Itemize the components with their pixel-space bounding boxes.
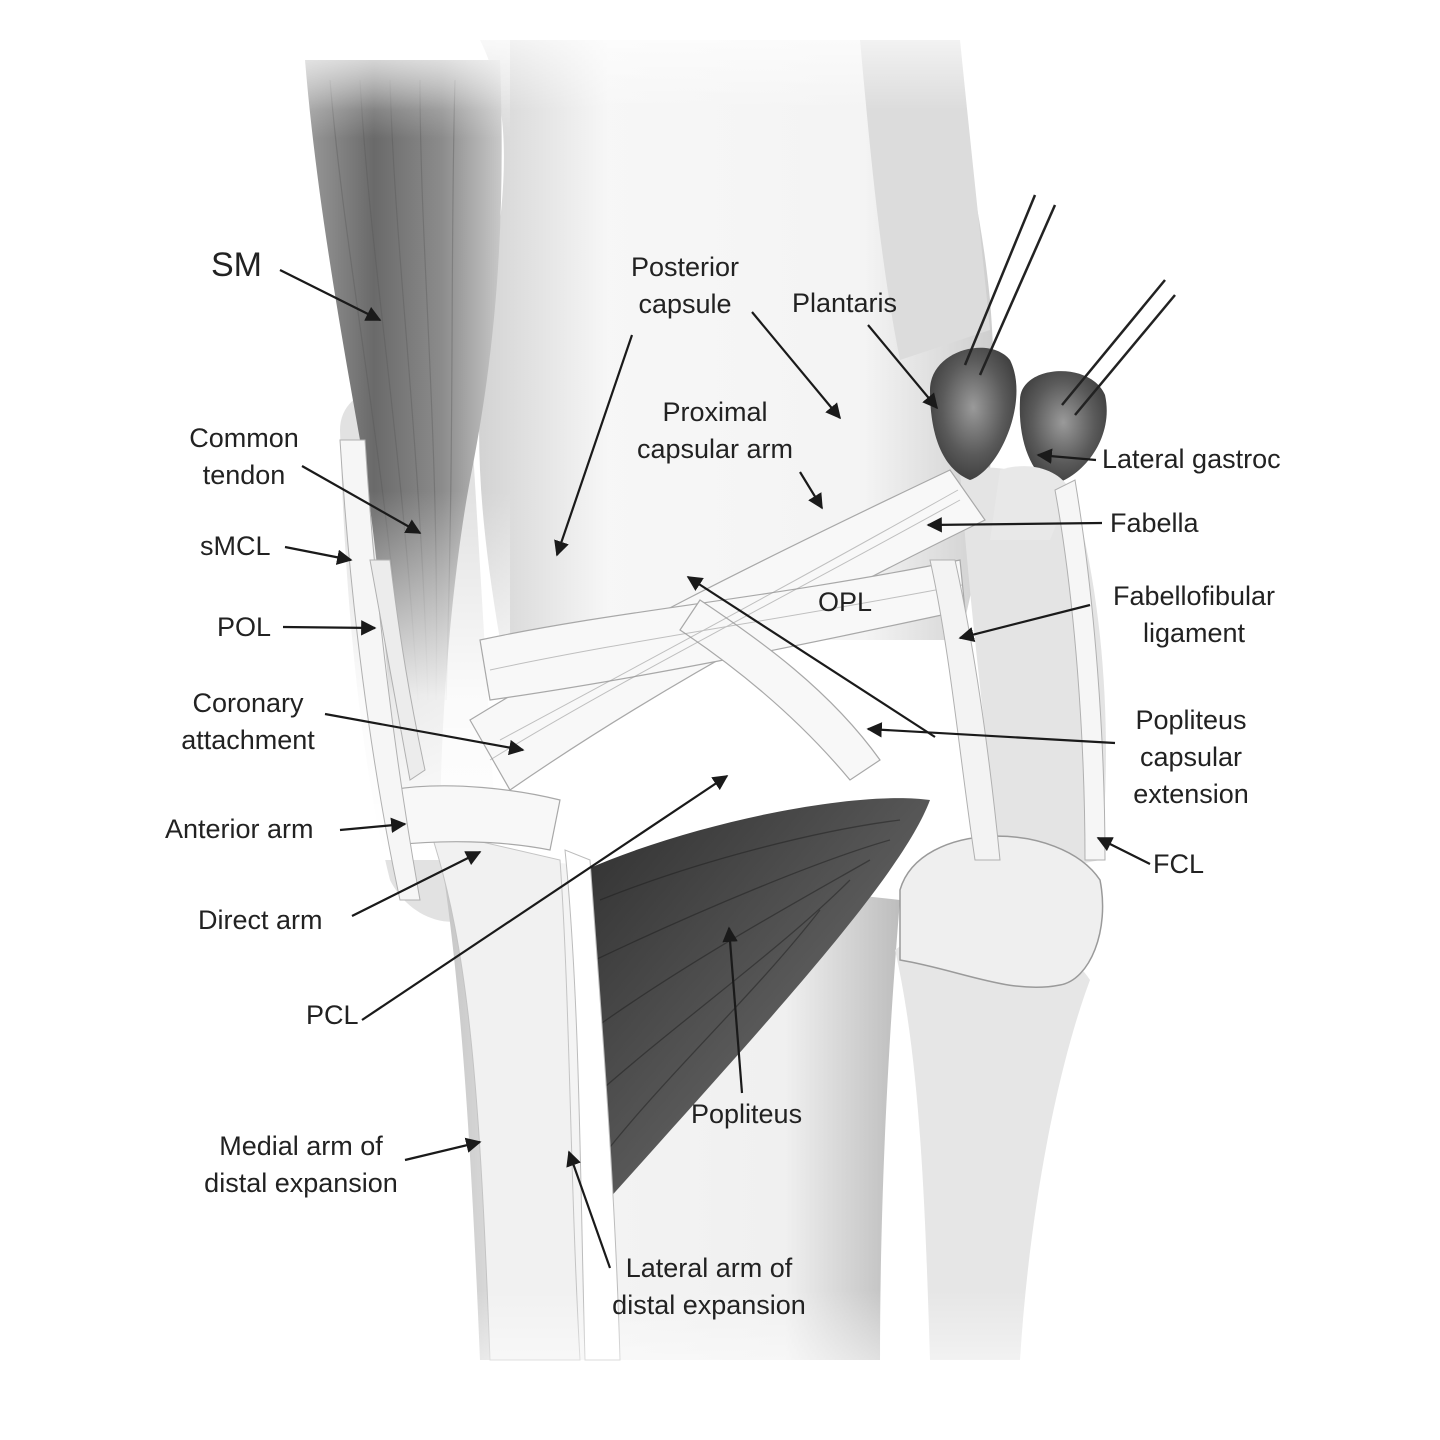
label-proximal-capsular-arm-line-2: capsular arm xyxy=(636,434,794,464)
label-lateral-arm-line-2: distal expansion xyxy=(612,1290,806,1320)
label-common-tendon: Common tendon xyxy=(189,420,299,494)
label-sm: SM xyxy=(211,246,262,284)
label-popliteus-capsular-extension-line-1: Popliteus xyxy=(1135,705,1247,735)
arrow-plantaris xyxy=(867,324,938,410)
arrow-lateral-arm xyxy=(566,1150,612,1269)
label-opl: OPL xyxy=(818,587,873,617)
label-lateral-arm-distal-expansion: Lateral arm of distal expansion xyxy=(612,1250,806,1324)
label-lateral-arm-line-1: Lateral arm of xyxy=(625,1253,793,1283)
arrow-sm xyxy=(279,269,382,321)
label-smcl: sMCL xyxy=(200,531,271,561)
arrow-common-tendon xyxy=(301,465,422,534)
label-popliteus-capsular-extension-line-2: capsular xyxy=(1139,742,1243,772)
label-coronary-attachment-line-1: Coronary xyxy=(192,688,304,718)
arrow-posterior-capsule xyxy=(554,334,634,557)
arrow-pol xyxy=(282,620,377,636)
label-anterior-arm: Anterior arm xyxy=(165,814,314,844)
label-fcl: FCL xyxy=(1153,849,1205,879)
arrow-posterior-capsule-2 xyxy=(751,311,841,420)
arrow-coronary xyxy=(324,712,525,756)
label-medial-arm-distal-expansion: Medial arm of distal expansion xyxy=(204,1128,398,1202)
arrow-popliteus-capsular xyxy=(866,722,1116,745)
label-posterior-capsule-line-2: capsule xyxy=(638,289,732,319)
label-fabellofibular-ligament-line-1: Fabellofibular xyxy=(1112,581,1276,611)
label-common-tendon-line-2: tendon xyxy=(202,460,286,490)
label-lateral-gastroc: Lateral gastroc xyxy=(1102,444,1281,474)
label-coronary-attachment: Coronary attachment xyxy=(181,685,315,759)
label-popliteus-capsular-extension-line-3: extension xyxy=(1133,779,1249,809)
label-fabellofibular-ligament-line-2: ligament xyxy=(1142,618,1246,648)
arrow-pcl xyxy=(361,775,729,1021)
label-fabella: Fabella xyxy=(1110,508,1199,538)
label-popliteus-capsular-extension: Popliteus capsular extension xyxy=(1133,702,1249,813)
arrow-direct-arm xyxy=(351,851,482,917)
label-popliteus: Popliteus xyxy=(691,1099,803,1129)
leader-arrows xyxy=(279,269,1151,1269)
label-medial-arm-line-2: distal expansion xyxy=(204,1168,398,1198)
label-common-tendon-line-1: Common xyxy=(189,423,299,453)
arrow-fabellofibular xyxy=(958,603,1091,643)
arrow-lateral-gastroc xyxy=(1036,448,1097,464)
label-proximal-capsular-arm: Proximal capsular arm xyxy=(637,394,793,468)
arrow-medial-arm xyxy=(404,1137,482,1162)
label-posterior-capsule-line-1: Posterior xyxy=(630,252,740,282)
label-medial-arm-line-1: Medial arm of xyxy=(219,1131,383,1161)
label-pcl: PCL xyxy=(306,1000,359,1030)
arrow-proximal-capsular-arm xyxy=(799,471,823,510)
arrow-opl xyxy=(686,576,936,738)
label-plantaris: Plantaris xyxy=(792,288,898,318)
arrow-fabella xyxy=(926,517,1103,533)
label-pol: POL xyxy=(217,612,272,642)
arrow-smcl xyxy=(284,545,353,565)
label-coronary-attachment-line-2: attachment xyxy=(181,725,315,755)
label-posterior-capsule: Posterior capsule xyxy=(631,249,739,323)
arrow-popliteus xyxy=(722,926,744,1094)
arrow-anterior-arm xyxy=(339,817,407,833)
label-fabellofibular-ligament: Fabellofibular ligament xyxy=(1113,578,1275,652)
label-proximal-capsular-arm-line-1: Proximal xyxy=(662,397,768,427)
arrow-fcl xyxy=(1096,837,1151,865)
label-direct-arm: Direct arm xyxy=(198,905,323,935)
